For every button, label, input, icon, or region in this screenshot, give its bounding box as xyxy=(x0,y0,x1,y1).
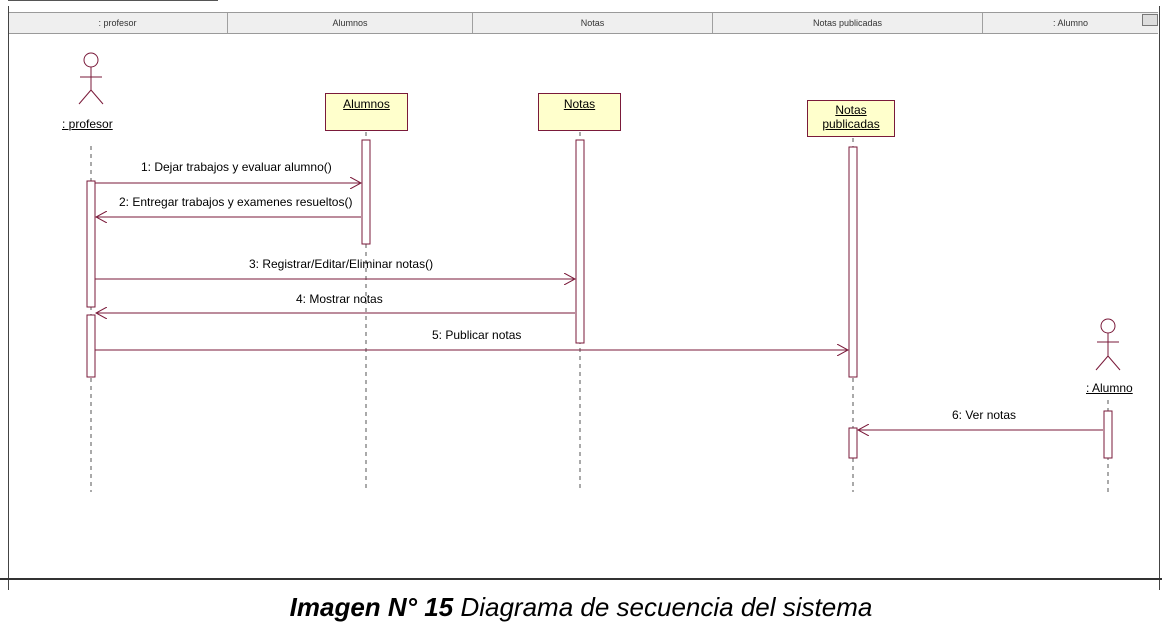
lane-header-alumnos[interactable]: Alumnos xyxy=(228,13,473,33)
object-notas-publicadas-label-2: publicadas xyxy=(822,117,880,131)
actor-label-alumno: : Alumno xyxy=(1086,381,1133,395)
activation-alumnos[interactable] xyxy=(361,139,371,245)
object-notas-publicadas-label-1: Notas xyxy=(835,103,867,117)
alumno-actor-icon[interactable] xyxy=(1095,318,1121,371)
lane-header-notas-publicadas[interactable]: Notas publicadas xyxy=(713,13,983,33)
activation-alumno[interactable] xyxy=(1103,410,1113,459)
activation-notas-publicadas-2[interactable] xyxy=(848,427,858,459)
figure-caption: Imagen N° 15 Diagrama de secuencia del s… xyxy=(0,592,1162,623)
object-notas-label: Notas xyxy=(563,97,596,111)
message-label-5: 5: Publicar notas xyxy=(432,328,522,342)
lane-header-notas[interactable]: Notas xyxy=(473,13,713,33)
activation-profesor-2[interactable] xyxy=(86,314,96,378)
caption-separator xyxy=(0,578,1162,580)
actor-label-profesor: : profesor xyxy=(62,117,113,131)
object-alumnos[interactable]: Alumnos xyxy=(325,93,408,131)
canvas-border xyxy=(8,6,1160,590)
corner-control[interactable] xyxy=(1142,14,1158,26)
object-notas-publicadas[interactable]: Notas publicadas xyxy=(807,100,895,137)
object-notas[interactable]: Notas xyxy=(538,93,621,131)
profesor-actor-icon[interactable] xyxy=(78,52,104,105)
activation-notas[interactable] xyxy=(575,139,585,344)
caption-text: Diagrama de secuencia del sistema xyxy=(453,592,873,622)
activation-notas-publicadas-1[interactable] xyxy=(848,146,858,378)
message-label-1: 1: Dejar trabajos y evaluar alumno() xyxy=(141,160,332,174)
message-label-4: 4: Mostrar notas xyxy=(296,292,383,306)
object-alumnos-label: Alumnos xyxy=(343,97,390,111)
message-label-3: 3: Registrar/Editar/Eliminar notas() xyxy=(249,257,434,271)
message-label-2: 2: Entregar trabajos y examenes resuelto… xyxy=(119,195,353,209)
lane-header-alumno[interactable]: : Alumno xyxy=(1052,18,1089,28)
activation-profesor-1[interactable] xyxy=(86,180,96,308)
lane-header-profesor[interactable]: : profesor xyxy=(8,13,228,33)
top-strip xyxy=(8,0,218,7)
caption-number: Imagen N° 15 xyxy=(289,592,454,622)
message-label-6: 6: Ver notas xyxy=(952,408,1017,422)
lane-header-bar: : profesor Alumnos Notas Notas publicada… xyxy=(8,12,1158,34)
